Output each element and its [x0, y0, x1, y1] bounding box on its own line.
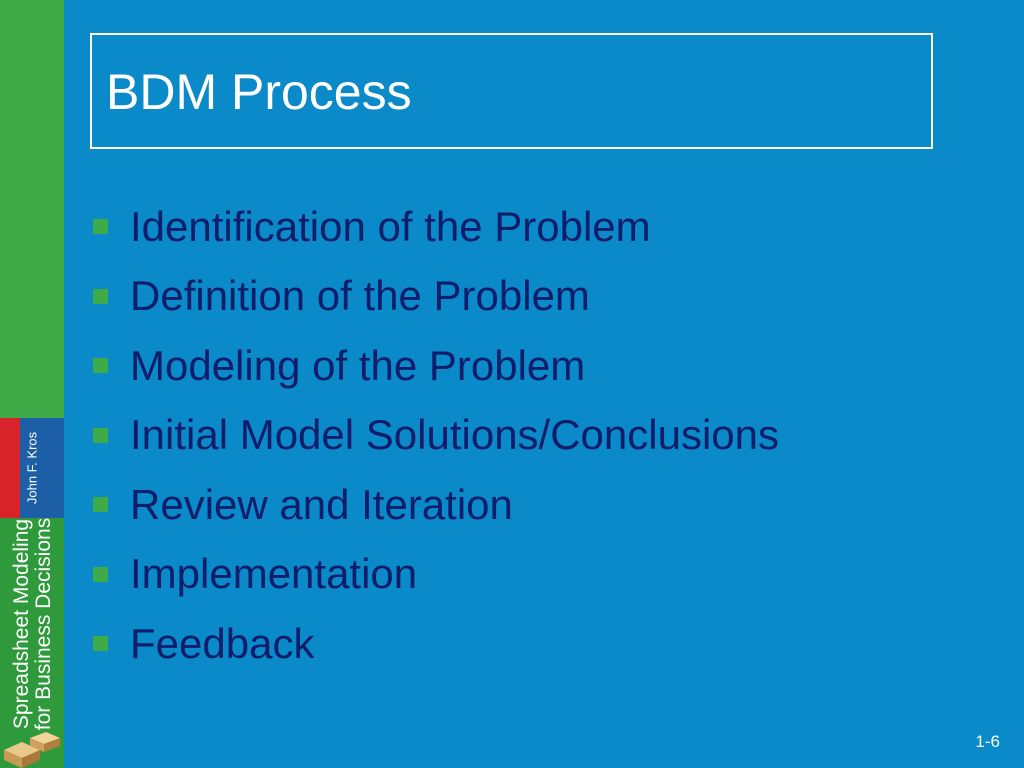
square-bullet-icon [93, 566, 108, 582]
spine-book-title-line1: Spreadsheet Modeling [10, 518, 33, 730]
square-bullet-icon [93, 219, 108, 235]
square-bullet-icon [93, 636, 108, 652]
bullet-list: Identification of the Problem Definition… [90, 192, 990, 679]
wooden-blocks-icon [0, 730, 64, 768]
list-item: Implementation [90, 540, 990, 610]
slide-title: BDM Process [106, 64, 412, 120]
bullet-text: Implementation [130, 550, 418, 598]
spine-title-panel [0, 518, 64, 730]
list-item: Feedback [90, 609, 990, 679]
bullet-text: Definition of the Problem [130, 272, 590, 320]
title-box: BDM Process [90, 33, 933, 149]
list-item: Definition of the Problem [90, 262, 990, 332]
list-item: Review and Iteration [90, 470, 990, 540]
list-item: Modeling of the Problem [90, 331, 990, 401]
bullet-text: Initial Model Solutions/Conclusions [130, 411, 780, 459]
square-bullet-icon [93, 288, 108, 304]
square-bullet-icon [93, 427, 108, 443]
book-spine-band: John F. Kros Spreadsheet Modeling for Bu… [0, 0, 64, 768]
bullet-text: Modeling of the Problem [130, 341, 586, 389]
spine-book-title: Spreadsheet Modeling for Business Decisi… [10, 517, 55, 731]
spine-author-name: John F. Kros [24, 431, 40, 505]
slide-number: 1-6 [975, 732, 1000, 751]
list-item: Identification of the Problem [90, 192, 990, 262]
spine-author-accent [0, 418, 20, 518]
list-item: Initial Model Solutions/Conclusions [90, 401, 990, 471]
spine-book-title-line2: for Business Decisions [32, 517, 55, 731]
bullet-text: Feedback [130, 619, 315, 667]
bullet-text: Review and Iteration [130, 480, 513, 528]
square-bullet-icon [93, 497, 108, 513]
square-bullet-icon [93, 358, 108, 374]
bullet-text: Identification of the Problem [130, 202, 651, 250]
